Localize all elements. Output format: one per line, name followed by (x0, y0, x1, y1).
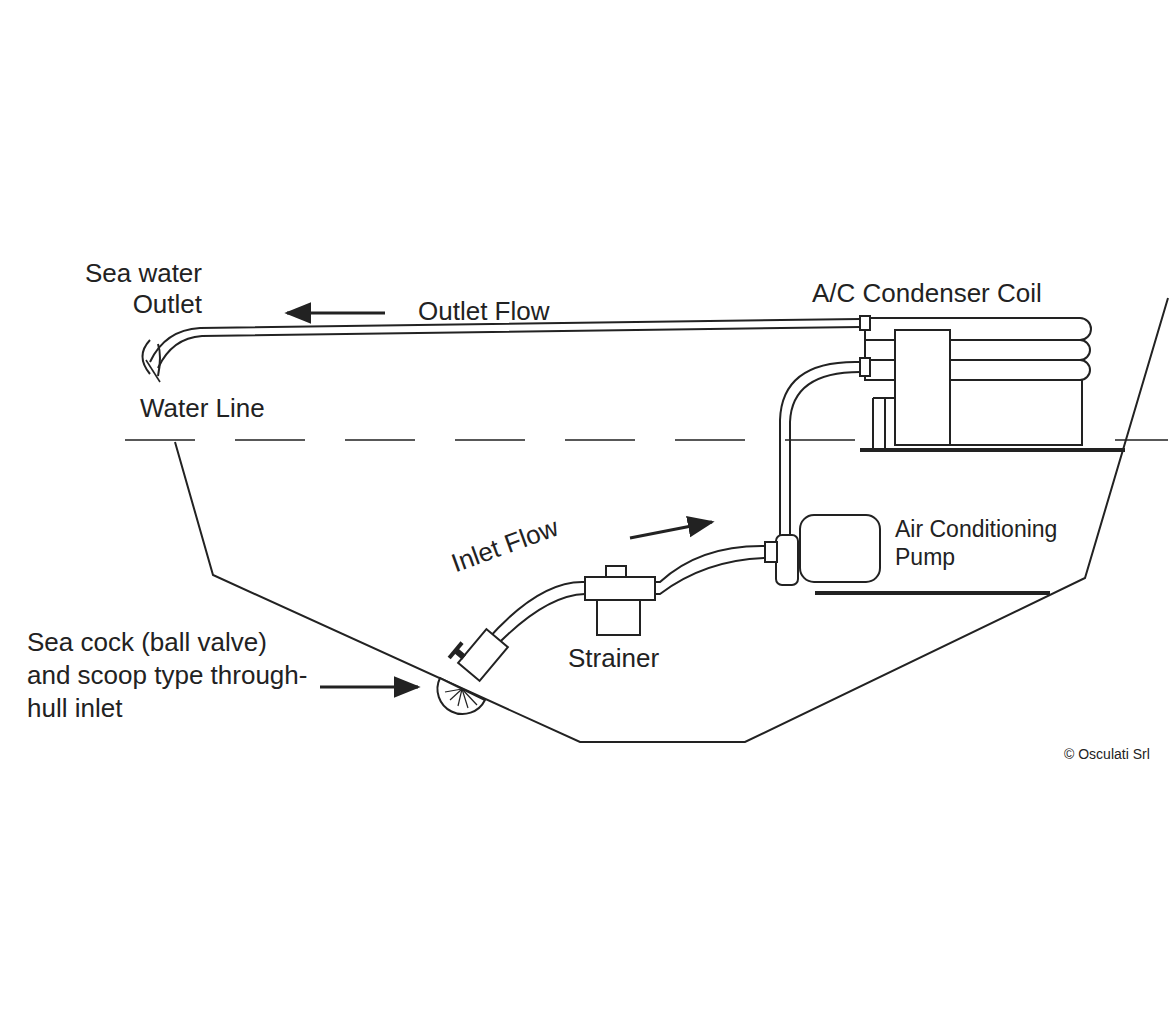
part-label: Sea cock (ball valve) and scoop type thr… (27, 626, 317, 725)
part-label: A/C Condenser Coil (812, 278, 1042, 309)
flow-label: Outlet Flow (418, 296, 550, 327)
part-label: Air Conditioning Pump (895, 515, 1105, 571)
part-label: Strainer (568, 643, 659, 674)
outlet-label: Sea water Outlet (40, 258, 202, 320)
waterline-label: Water Line (140, 393, 265, 424)
watermark: © Osculati Srl (1064, 746, 1150, 763)
flow-label: Inlet Flow (447, 512, 562, 579)
